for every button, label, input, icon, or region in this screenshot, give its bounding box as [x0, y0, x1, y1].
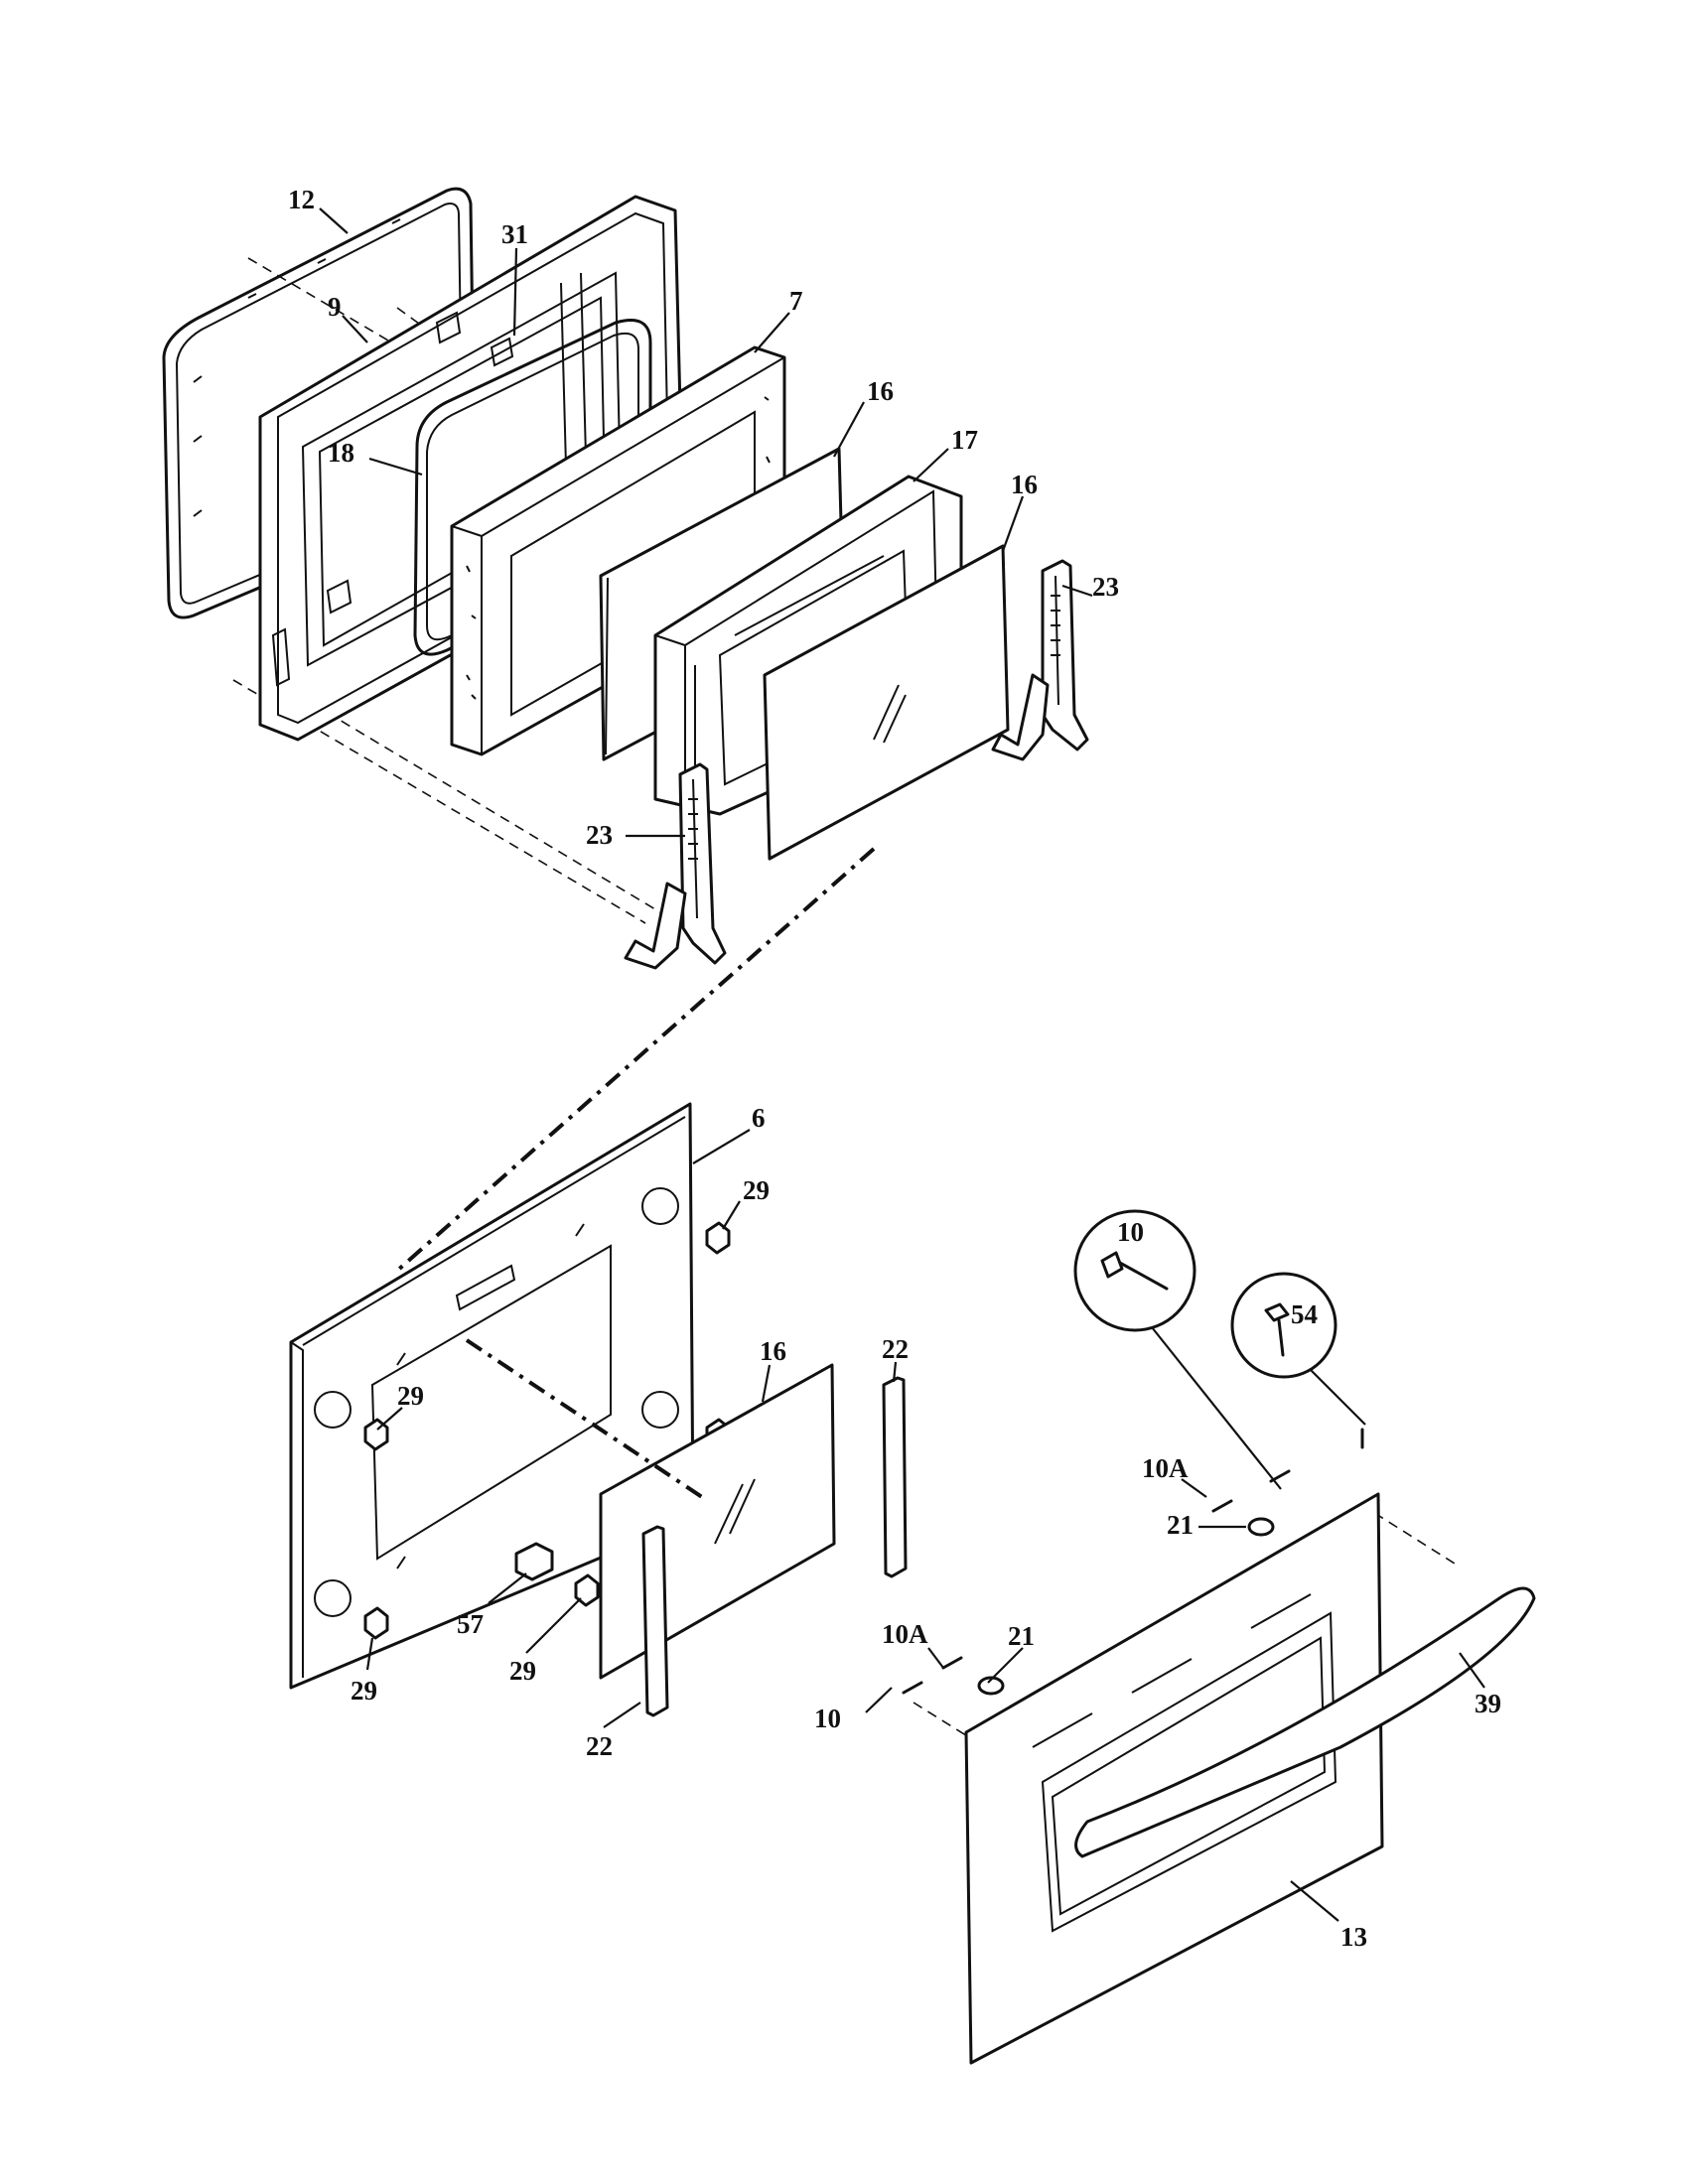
label-22-lower: 22 [586, 1731, 613, 1761]
part-57-clip [514, 1542, 554, 1581]
label-29-upper-left: 29 [397, 1381, 424, 1411]
label-12: 12 [288, 185, 315, 214]
label-10A-left: 10A [882, 1619, 928, 1649]
label-6: 6 [752, 1103, 766, 1133]
label-10A-right: 10A [1142, 1453, 1189, 1483]
part-39-door-handle [1074, 1586, 1536, 1858]
label-9: 9 [328, 292, 342, 322]
label-23-right: 23 [1092, 572, 1119, 602]
label-29-upper-right: 29 [743, 1175, 770, 1205]
label-22-upper: 22 [882, 1334, 909, 1364]
label-23-left: 23 [586, 820, 613, 850]
label-18: 18 [328, 438, 354, 468]
label-13: 13 [1340, 1922, 1367, 1952]
label-10-callout: 10 [1117, 1217, 1144, 1247]
label-10-left: 10 [814, 1704, 841, 1733]
callout-circle-54 [1230, 1272, 1366, 1426]
label-29-lower-left: 29 [351, 1676, 377, 1706]
part-labels: 12 31 9 7 16 17 18 16 23 23 6 29 16 22 2… [288, 185, 1501, 1952]
label-21-left: 21 [1008, 1621, 1035, 1651]
part-23-hinge-right [991, 559, 1089, 761]
label-16-lower: 16 [760, 1336, 786, 1366]
part-22-door-channel-right [882, 1376, 908, 1578]
part-16-glass-panel-front [763, 544, 1010, 861]
label-31: 31 [501, 219, 528, 249]
label-39: 39 [1475, 1689, 1501, 1718]
label-57: 57 [457, 1609, 484, 1639]
leader-lines [319, 207, 1485, 1922]
part-13-outer-door-panel [964, 1492, 1384, 2065]
label-21-right: 21 [1167, 1510, 1194, 1540]
part-22-door-channel-left [641, 1525, 669, 1717]
label-17: 17 [951, 425, 978, 455]
label-7: 7 [789, 286, 803, 316]
label-54: 54 [1291, 1299, 1318, 1329]
callout-circle-10 [1073, 1209, 1282, 1490]
label-29-lower-middle: 29 [509, 1656, 536, 1686]
part-23-hinge-left [624, 762, 727, 970]
label-16-rear: 16 [867, 376, 894, 406]
label-16-front: 16 [1011, 470, 1038, 499]
